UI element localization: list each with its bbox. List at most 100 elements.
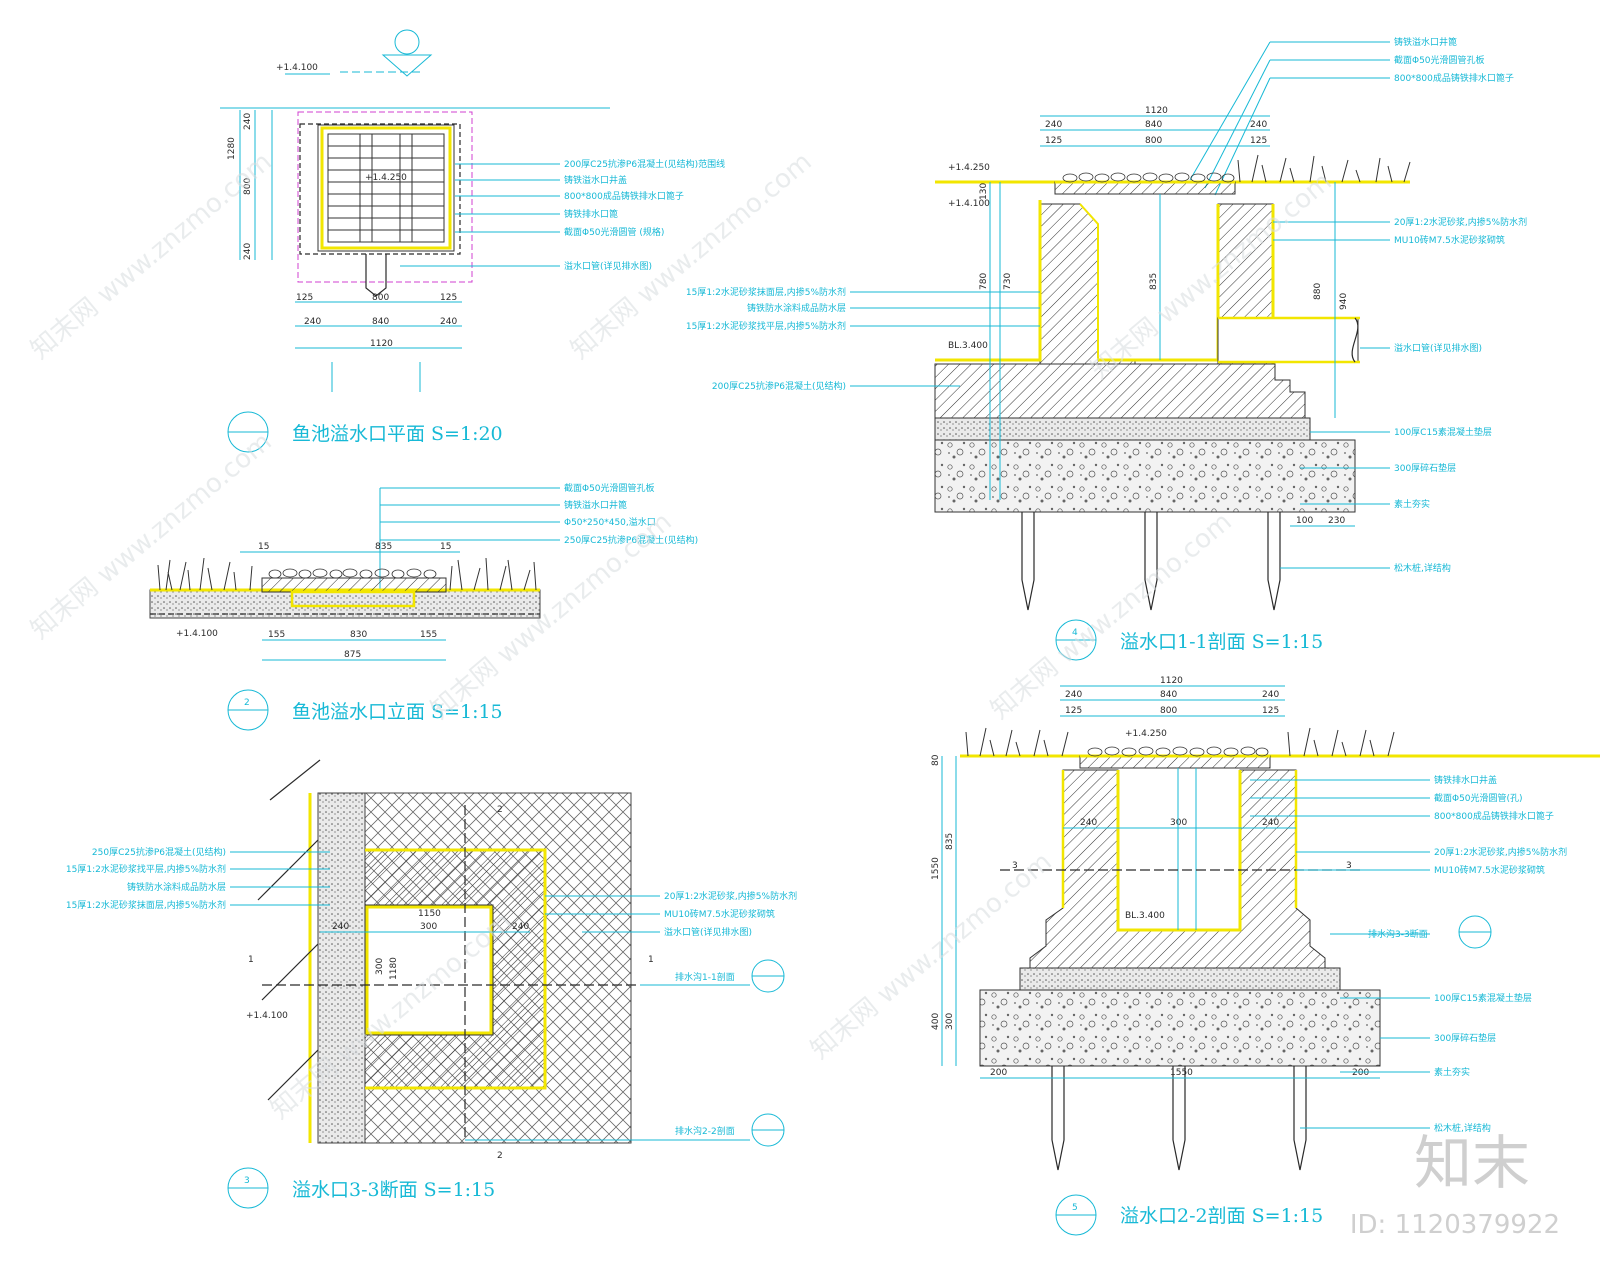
svg-text:800*800成品铸铁排水口篦子: 800*800成品铸铁排水口篦子 [564,190,684,202]
piles-11 [1021,512,1281,611]
svg-text:800: 800 [1145,136,1162,146]
section33-notes-left: 250厚C25抗渗P6混凝土(见结构) 15厚1:2水泥砂浆找平层,内掺5%防水… [66,846,330,911]
svg-text:排水沟1-1剖面: 排水沟1-1剖面 [675,971,735,983]
svg-text:300厚碎石垫层: 300厚碎石垫层 [1434,1032,1496,1044]
svg-text:松木桩,详结构: 松木桩,详结构 [1394,562,1451,574]
svg-text:400: 400 [931,1013,941,1030]
title-section-2-2: 5 溢水口2-2剖面 S=1:15 [1055,1194,1323,1236]
logo-wordmark: 知末 [1413,1129,1530,1197]
svg-text:溢水口2-2剖面 S=1:15: 溢水口2-2剖面 S=1:15 [1120,1205,1323,1227]
svg-text:4: 4 [1072,628,1078,638]
section11-notes-left: 15厚1:2水泥砂浆抹面层,内掺5%防水剂 铸铁防水涂料成品防水层 15厚1:2… [686,286,1040,392]
svg-text:1280: 1280 [227,137,237,160]
svg-text:125: 125 [1250,136,1267,146]
svg-text:240: 240 [1262,690,1279,700]
svg-text:MU10砖M7.5水泥砂浆砌筑: MU10砖M7.5水泥砂浆砌筑 [1434,864,1545,876]
svg-text:1550: 1550 [931,857,941,880]
svg-text:铸铁排水口井盖: 铸铁排水口井盖 [1434,774,1497,786]
plan-elev: +1.4.100 [276,63,318,73]
svg-text:940: 940 [1339,293,1349,310]
svg-text:5: 5 [1072,1203,1078,1213]
piles-22 [1051,1066,1307,1171]
svg-text:240: 240 [512,922,529,932]
svg-text:830: 830 [350,630,367,640]
svg-text:125: 125 [1065,706,1082,716]
svg-text:铸铁溢水口井篦: 铸铁溢水口井篦 [1394,36,1457,48]
svg-text:+1.4.100: +1.4.100 [246,1011,288,1021]
svg-text:1150: 1150 [418,909,441,919]
svg-text:截面Φ50光滑圆管 (规格): 截面Φ50光滑圆管 (规格) [564,226,664,238]
svg-text:铸铁排水口篦: 铸铁排水口篦 [564,208,618,220]
svg-text:+1.4.250: +1.4.250 [948,163,990,173]
svg-text:20厚1:2水泥砂浆,内掺5%防水剂: 20厚1:2水泥砂浆,内掺5%防水剂 [1434,846,1567,858]
title-section-1-1: 4 溢水口1-1剖面 S=1:15 [1055,619,1323,661]
svg-text:125: 125 [1045,136,1062,146]
svg-text:溢水口管(详见排水图): 溢水口管(详见排水图) [564,260,652,272]
logo-id: ID: 1120379922 [1349,1210,1560,1240]
svg-text:125: 125 [1262,706,1279,716]
svg-text:300: 300 [375,958,385,975]
title-plan: 鱼池溢水口平面 S=1:20 [227,411,503,453]
svg-text:1120: 1120 [1160,676,1183,686]
svg-text:200: 200 [1352,1068,1369,1078]
svg-text:铸铁防水涂料成品防水层: 铸铁防水涂料成品防水层 [127,881,226,893]
svg-text:240: 240 [1080,818,1097,828]
section22-notes-right: 铸铁排水口井盖 截面Φ50光滑圆管(孔) 800*800成品铸铁排水口篦子 20… [1250,774,1567,1134]
svg-text:300: 300 [420,922,437,932]
svg-text:250厚C25抗渗P6混凝土(见结构): 250厚C25抗渗P6混凝土(见结构) [92,846,226,858]
svg-text:+1.4.100: +1.4.100 [176,629,218,639]
svg-text:100厚C15素混凝土垫层: 100厚C15素混凝土垫层 [1434,992,1532,1004]
svg-text:240: 240 [440,317,457,327]
svg-text:100厚C15素混凝土垫层: 100厚C15素混凝土垫层 [1394,426,1492,438]
svg-text:排水沟2-2剖面: 排水沟2-2剖面 [675,1125,735,1137]
svg-text:3: 3 [1012,861,1018,871]
svg-text:松木桩,详结构: 松木桩,详结构 [1434,1122,1491,1134]
svg-text:15: 15 [258,542,269,552]
svg-text:素土夯实: 素土夯实 [1434,1066,1470,1078]
svg-text:125: 125 [440,293,457,303]
svg-text:BL.3.400: BL.3.400 [1125,911,1165,921]
svg-text:素土夯实: 素土夯实 [1394,498,1430,510]
svg-text:2: 2 [497,1151,503,1161]
plan-view: +1.4.100 +1.4.250 [220,29,725,392]
svg-text:250厚C25抗渗P6混凝土(见结构): 250厚C25抗渗P6混凝土(见结构) [564,534,698,546]
svg-text:240: 240 [243,243,253,260]
section-2-2-view: 1120 240 840 240 125 800 125 +1.4.250 BL… [931,676,1600,1171]
svg-text:155: 155 [268,630,285,640]
svg-text:铸铁溢水口井盖: 铸铁溢水口井盖 [564,174,627,186]
svg-text:15厚1:2水泥砂浆抹面层,内掺5%防水剂: 15厚1:2水泥砂浆抹面层,内掺5%防水剂 [686,286,846,298]
svg-text:835: 835 [1149,273,1159,290]
svg-text:溢水口管(详见排水图): 溢水口管(详见排水图) [1394,342,1482,354]
svg-text:300: 300 [1170,818,1187,828]
svg-text:溢水口管(详见排水图): 溢水口管(详见排水图) [664,926,752,938]
section-1-1-view: 铸铁溢水口井篦 截面Φ50光滑圆管孔板 800*800成品铸铁排水口篦子 112… [686,36,1527,611]
svg-text:1120: 1120 [1145,106,1168,116]
svg-text:20厚1:2水泥砂浆,内掺5%防水剂: 20厚1:2水泥砂浆,内掺5%防水剂 [1394,216,1527,228]
svg-text:15厚1:2水泥砂浆找平层,内掺5%防水剂: 15厚1:2水泥砂浆找平层,内掺5%防水剂 [686,320,846,332]
svg-text:Φ50*250*450,溢水口: Φ50*250*450,溢水口 [564,516,656,528]
svg-text:300: 300 [945,1013,955,1030]
svg-text:240: 240 [1250,120,1267,130]
svg-text:1120: 1120 [370,339,393,349]
svg-text:300厚碎石垫层: 300厚碎石垫层 [1394,462,1456,474]
svg-text:200厚C25抗渗P6混凝土(见结构)范围线: 200厚C25抗渗P6混凝土(见结构)范围线 [564,158,725,170]
svg-text:800*800成品铸铁排水口篦子: 800*800成品铸铁排水口篦子 [1434,810,1554,822]
svg-text:20厚1:2水泥砂浆,内掺5%防水剂: 20厚1:2水泥砂浆,内掺5%防水剂 [664,890,797,902]
svg-text:鱼池溢水口平面 S=1:20: 鱼池溢水口平面 S=1:20 [292,423,503,445]
svg-text:130: 130 [979,183,989,200]
svg-text:780: 780 [979,273,989,290]
svg-text:溢水口1-1剖面 S=1:15: 溢水口1-1剖面 S=1:15 [1120,631,1323,653]
svg-text:835: 835 [375,542,392,552]
plan-center-elev: +1.4.250 [365,173,407,183]
plan-boundary [297,111,473,283]
svg-text:排水沟3-3断面: 排水沟3-3断面 [1368,928,1428,940]
svg-text:溢水口3-3断面 S=1:15: 溢水口3-3断面 S=1:15 [292,1179,495,1201]
svg-text:200厚C25抗渗P6混凝土(见结构): 200厚C25抗渗P6混凝土(见结构) [712,380,846,392]
svg-text:1: 1 [248,955,254,965]
svg-text:240: 240 [243,113,253,130]
svg-text:155: 155 [420,630,437,640]
svg-text:截面Φ50光滑圆管(孔): 截面Φ50光滑圆管(孔) [1434,792,1523,804]
svg-text:铸铁防水涂料成品防水层: 铸铁防水涂料成品防水层 [747,302,846,314]
svg-text:840: 840 [1145,120,1162,130]
